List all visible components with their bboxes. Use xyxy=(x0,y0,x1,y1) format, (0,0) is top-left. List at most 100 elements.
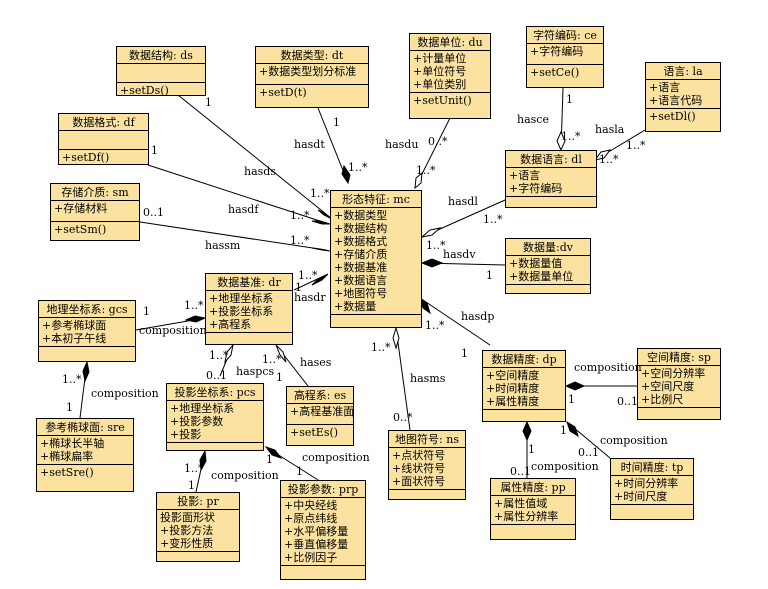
mult-mc-sm: 1..* xyxy=(290,234,310,247)
class-title: 地理坐标系: gcs xyxy=(39,301,135,318)
class-attr: +高程基准面 xyxy=(290,405,354,418)
diamond-la-dl xyxy=(593,149,612,161)
class-attr: +属性精度 xyxy=(486,395,540,408)
class-attr: +单位类别 xyxy=(413,78,467,91)
diamond-dr-mc xyxy=(311,273,329,286)
class-attr: +本初子午线 xyxy=(42,332,107,345)
class-sre[interactable]: 参考椭球面: sre +椭球长半轴 +椭球扁率 +setSre() xyxy=(36,418,134,492)
mult-mc-dp: 1..* xyxy=(425,319,445,332)
class-ds[interactable]: 数据结构: ds +setDs() xyxy=(116,46,206,96)
label-composition-pr: composition xyxy=(211,469,279,482)
class-ce[interactable]: 字符编码: ce +字符编码 +setCe() xyxy=(526,26,604,88)
class-dp[interactable]: 数据精度: dp +空间精度 +时间精度 +属性精度 xyxy=(482,350,566,422)
class-attributes: 投影面形状 +投影方法 +变形性质 xyxy=(157,510,239,552)
class-du[interactable]: 数据单位: du +计量单位 +单位符号 +单位类别 +setUnit() xyxy=(409,33,491,119)
mult-tp: 0..1 xyxy=(578,446,599,459)
class-attr: +投影 xyxy=(170,428,202,441)
class-sm[interactable]: 存储介质: sm +存储材料 +setSm() xyxy=(50,183,140,241)
class-attr: +投影坐标系 xyxy=(209,305,274,318)
class-ns[interactable]: 地图符号: ns +点状符号 +线状符号 +面状符号 xyxy=(388,430,466,500)
class-operations xyxy=(506,285,590,293)
mult-dv: 1 xyxy=(486,269,493,282)
class-attr: +原点纬线 xyxy=(284,512,338,525)
label-hasdu: hasdu xyxy=(385,138,419,151)
class-attr: +地图符号 xyxy=(334,287,388,300)
class-attr: +数据量单位 xyxy=(509,270,574,283)
class-attributes: +地理坐标系 +投影参数 +投影 xyxy=(167,401,263,443)
class-attr: +数据结构 xyxy=(334,222,388,235)
class-pr[interactable]: 投影: pr 投影面形状 +投影方法 +变形性质 xyxy=(156,492,240,562)
class-attr: +地理坐标系 xyxy=(209,292,274,305)
class-attr: +比例尺 xyxy=(641,393,684,406)
class-operations xyxy=(167,443,263,450)
class-dt[interactable]: 数据类型: dt +数据类型划分标准 +setD(t) xyxy=(255,46,369,108)
class-operations xyxy=(389,490,465,499)
class-title: 高程系: es xyxy=(287,387,353,404)
class-sp[interactable]: 空间精度: sp +空间分辨率 +空间尺度 +比例尺 xyxy=(637,348,721,420)
label-hasce: hasce xyxy=(517,113,549,126)
class-attr: +中央经线 xyxy=(284,499,338,512)
mult-mc-ds: 1..* xyxy=(310,187,330,200)
diamond-sm-mc xyxy=(311,247,331,252)
class-attr: +线状符号 xyxy=(392,462,446,475)
diamond-es-dr xyxy=(275,344,287,363)
class-dv[interactable]: 数据量:dv +数据量值 +数据量单位 xyxy=(505,238,591,294)
label-composition-sre: composition xyxy=(91,387,159,400)
class-operations xyxy=(491,525,575,534)
class-attr: 投影面形状 xyxy=(160,511,215,524)
class-attr: +语言 xyxy=(649,81,681,94)
mult-sre: 1 xyxy=(66,401,73,414)
mult-dp: 1 xyxy=(461,347,468,360)
class-attr: +计量单位 xyxy=(413,52,467,65)
diamond-gcs-dr xyxy=(184,315,207,323)
class-attributes: +计量单位 +单位符号 +单位类别 xyxy=(410,51,490,93)
class-attr: +语言代码 xyxy=(649,94,703,107)
class-attr: +数据格式 xyxy=(334,235,388,248)
class-dl[interactable]: 数据语言: dl +语言 +字符编码 xyxy=(505,150,597,208)
class-attributes: +空间分辨率 +空间尺度 +比例尺 xyxy=(638,366,720,408)
class-pcs[interactable]: 投影坐标系: pcs +地理坐标系 +投影参数 +投影 xyxy=(166,383,264,451)
label-composition-sp: composition xyxy=(574,361,642,374)
mult-mc-df: 1..* xyxy=(290,209,310,222)
class-attr: +空间尺度 xyxy=(641,380,695,393)
class-gcs[interactable]: 地理坐标系: gcs +参考椭球面 +本初子午线 xyxy=(38,300,136,362)
label-hasms: hasms xyxy=(410,372,446,385)
mult-dr-pcs: 1..* xyxy=(209,349,229,362)
class-attr: +椭球扁率 xyxy=(40,450,94,463)
class-op: +setDl() xyxy=(649,110,696,123)
class-attr: +面状符号 xyxy=(392,475,446,488)
class-title: 语言: la xyxy=(646,63,720,80)
class-attr: +空间分辨率 xyxy=(641,367,706,380)
mult-dl-ce: 1..* xyxy=(561,130,581,143)
class-title: 属性精度: pp xyxy=(491,479,575,496)
mult-dr-mc: 1 xyxy=(295,281,302,294)
mult-es: 1 xyxy=(276,371,283,384)
class-attributes: +存储材料 xyxy=(51,201,139,222)
class-attr: +数据基准 xyxy=(334,261,388,274)
mult-mc-ns: 1..* xyxy=(371,341,391,354)
class-operations xyxy=(206,333,292,342)
mult-dl: 1..* xyxy=(483,213,503,226)
class-attr: +属性值域 xyxy=(494,497,548,510)
class-attributes: +属性值域 +属性分辨率 xyxy=(491,496,575,525)
mult-df: 1 xyxy=(151,144,158,157)
class-attributes: +数据类型划分标准 xyxy=(256,64,368,85)
class-es[interactable]: 高程系: es +高程基准面 +setEs() xyxy=(286,386,354,446)
class-mc[interactable]: 形态特征: mc +数据类型 +数据结构 +数据格式 +存储介质 +数据基准 +… xyxy=(330,190,422,328)
diamond-dt-mc xyxy=(341,164,351,185)
mult-mc-dl: 1..* xyxy=(426,239,446,252)
edge-ns-mc xyxy=(395,327,411,431)
mult-gcs-sre: 1..* xyxy=(62,373,82,386)
diamond-pp-dp xyxy=(522,420,532,442)
class-attr: +字符编码 xyxy=(530,45,584,58)
mult-mc-dr: 1..* xyxy=(298,269,318,282)
class-pp[interactable]: 属性精度: pp +属性值域 +属性分辨率 xyxy=(490,478,576,540)
class-la[interactable]: 语言: la +语言 +语言代码 +setDl() xyxy=(645,62,721,132)
class-df[interactable]: 数据格式: df +setDf() xyxy=(58,113,149,165)
class-dr[interactable]: 数据基准: dr +地理坐标系 +投影坐标系 +高程系 xyxy=(205,273,293,345)
diamond-ds-mc xyxy=(317,209,333,220)
class-attr: +数据量 xyxy=(334,300,377,313)
class-prp[interactable]: 投影参数: prp +中央经线 +原点纬线 +水平偏移量 +垂直偏移量 +比例因… xyxy=(280,480,366,580)
class-op: +setD(t) xyxy=(259,86,307,99)
class-tp[interactable]: 时间精度: tp +时间分辨率 +时间尺度 xyxy=(610,458,694,520)
